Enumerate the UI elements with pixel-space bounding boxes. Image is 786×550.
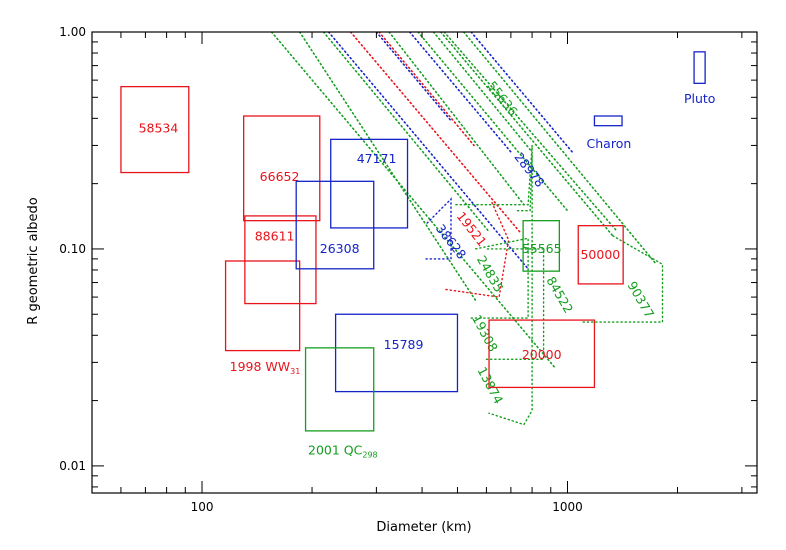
object-box [120,85,190,174]
object-label: 47171 [357,151,397,166]
track-line [322,32,490,233]
object-label: 88611 [255,229,295,244]
dotted-outline [470,237,529,319]
x-axis-label: Diameter (km) [376,520,471,535]
track-label: 24835 [474,253,507,295]
track-line [375,32,452,122]
y-tick-label: 1.00 [59,25,86,39]
object-label: 66652 [260,169,300,184]
y-axis-label: R geometric albedo [26,197,41,324]
dotted-tracks [270,32,664,426]
object-box [693,51,706,84]
object-label: 20000 [522,347,562,362]
track-line [432,32,533,153]
object-label: 15789 [384,337,424,352]
object-box [224,260,301,352]
object-label: 26308 [320,241,360,256]
object-label: Charon [587,136,632,151]
object-box [295,180,375,270]
track-line [349,32,521,233]
object-label: 50000 [580,247,620,262]
track-line [298,32,477,302]
object-label: 58534 [139,120,179,135]
object-label-subscript: 298 [362,450,377,459]
dotted-outline [581,235,664,323]
plot-frame [91,31,758,494]
dotted-outline [516,154,533,212]
dotted-outline [445,201,510,298]
x-tick-label: 100 [191,500,214,514]
y-tick-label: 0.10 [59,242,86,256]
track-label: 84522 [543,274,576,316]
track-line [462,32,658,266]
object-box [243,115,321,222]
object-label: Pluto [684,91,715,106]
track-line [443,32,619,233]
object-box [304,347,375,432]
object-label: 1998 WW31 [230,359,301,376]
dotted-outline [425,197,452,260]
object-label: 55565 [522,241,562,256]
object-label-subscript: 31 [290,367,300,376]
track-line [388,32,525,206]
track-line [408,32,512,153]
y-tick-label: 0.01 [59,459,86,473]
object-box [593,115,623,127]
track-line [439,32,614,237]
object-box [244,215,317,305]
track-line [417,32,569,212]
dotted-outline [455,145,533,426]
track-line [378,32,475,147]
track-line [327,32,529,270]
track-line [270,32,557,370]
object-label: 2001 QC298 [308,442,378,459]
object-box [577,225,624,285]
track-label: 13874 [474,364,506,406]
object-box [334,313,459,393]
track-line [470,32,573,153]
object-box [330,138,409,229]
object-box [522,220,561,272]
track-label: 90377 [625,279,658,321]
x-tick-label: 1000 [552,500,583,514]
object-box [488,319,596,389]
